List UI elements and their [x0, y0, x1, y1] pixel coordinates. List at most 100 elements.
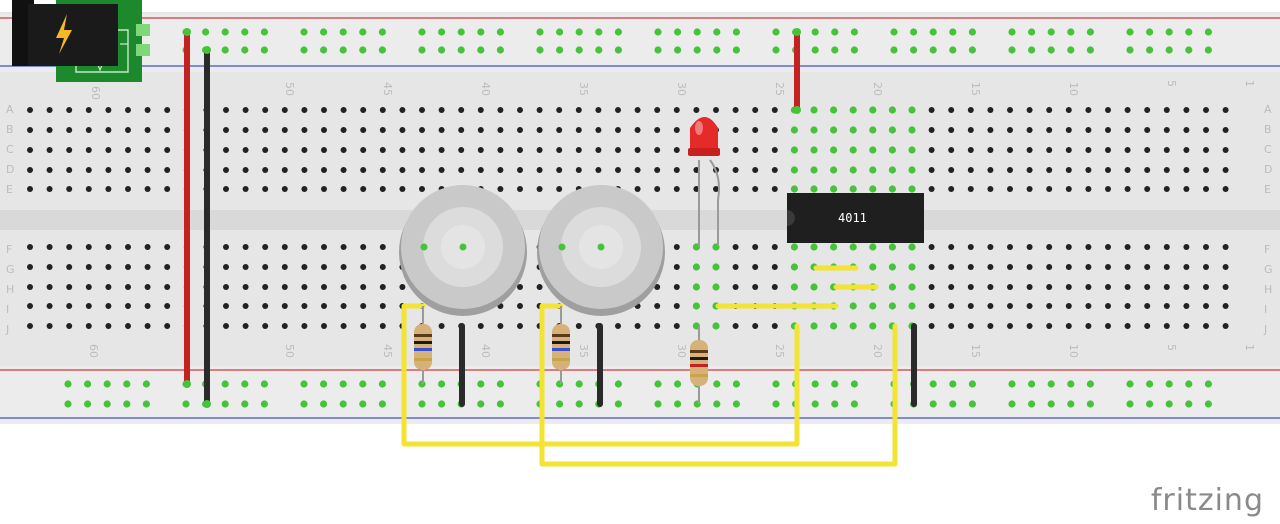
breadboard-hole[interactable] — [144, 303, 151, 309]
rail-hole[interactable] — [1067, 400, 1075, 408]
breadboard-hole[interactable] — [948, 284, 955, 290]
breadboard-hole[interactable] — [1124, 147, 1131, 153]
breadboard-hole[interactable] — [66, 284, 73, 290]
breadboard-hole[interactable] — [321, 323, 327, 329]
breadboard-hole[interactable] — [105, 147, 112, 153]
breadboard-hole[interactable] — [497, 107, 504, 113]
rail-hole[interactable] — [1185, 380, 1193, 388]
rail-hole[interactable] — [732, 28, 741, 36]
breadboard-hole[interactable] — [928, 264, 935, 270]
breadboard-hole[interactable] — [595, 127, 602, 133]
rail-hole[interactable] — [320, 380, 328, 388]
rail-hole[interactable] — [84, 380, 92, 388]
rail-hole[interactable] — [320, 46, 328, 54]
breadboard-hole[interactable] — [242, 147, 249, 153]
breadboard-hole[interactable] — [1183, 186, 1190, 192]
breadboard-hole[interactable] — [458, 107, 465, 113]
breadboard-hole[interactable] — [1085, 167, 1092, 173]
rail-hole[interactable] — [477, 28, 485, 36]
breadboard-hole[interactable] — [262, 147, 269, 153]
breadboard-hole[interactable] — [752, 284, 759, 290]
breadboard-hole[interactable] — [732, 147, 739, 153]
breadboard-hole[interactable] — [164, 107, 171, 113]
breadboard-hole[interactable] — [242, 264, 249, 270]
rail-hole[interactable] — [1047, 46, 1055, 54]
rail-hole[interactable] — [536, 28, 544, 36]
breadboard-hole[interactable] — [281, 167, 288, 173]
breadboard-hole[interactable] — [810, 243, 818, 251]
breadboard-hole[interactable] — [654, 147, 661, 153]
breadboard-hole[interactable] — [1124, 284, 1131, 290]
breadboard-hole[interactable] — [223, 167, 229, 173]
breadboard-hole[interactable] — [869, 166, 877, 174]
breadboard-hole[interactable] — [125, 264, 131, 270]
breadboard-hole[interactable] — [1026, 107, 1033, 113]
breadboard-hole[interactable] — [1065, 264, 1072, 270]
breadboard-hole[interactable] — [654, 186, 661, 192]
breadboard-hole[interactable] — [1124, 127, 1131, 133]
rail-hole[interactable] — [674, 46, 682, 54]
breadboard-hole[interactable] — [849, 322, 857, 330]
breadboard-hole[interactable] — [379, 167, 386, 173]
breadboard-hole[interactable] — [85, 264, 92, 270]
breadboard-hole[interactable] — [360, 167, 367, 173]
breadboard-hole[interactable] — [713, 186, 719, 192]
rail-hole[interactable] — [1204, 28, 1212, 36]
rail-hole[interactable] — [968, 380, 977, 388]
breadboard-hole[interactable] — [125, 127, 131, 133]
rail-hole[interactable] — [949, 380, 957, 388]
breadboard-hole[interactable] — [752, 244, 759, 250]
rail-hole[interactable] — [300, 380, 308, 388]
breadboard-hole[interactable] — [379, 107, 386, 113]
rail-hole[interactable] — [221, 46, 229, 54]
breadboard-hole[interactable] — [810, 283, 818, 291]
breadboard-hole[interactable] — [673, 323, 680, 329]
rail-hole[interactable] — [221, 28, 229, 36]
rail-hole[interactable] — [438, 28, 446, 36]
breadboard-hole[interactable] — [869, 302, 877, 310]
breadboard-hole[interactable] — [1222, 127, 1229, 133]
breadboard-hole[interactable] — [281, 264, 288, 270]
breadboard-hole[interactable] — [27, 284, 33, 290]
breadboard-hole[interactable] — [1163, 244, 1170, 250]
breadboard-hole[interactable] — [1203, 167, 1209, 173]
breadboard-hole[interactable] — [477, 167, 484, 173]
power-jack-icon[interactable] — [12, 0, 150, 82]
breadboard-hole[interactable] — [908, 243, 916, 251]
breadboard-hole[interactable] — [771, 167, 778, 173]
breadboard-hole[interactable] — [830, 243, 838, 251]
rail-hole[interactable] — [1126, 46, 1134, 54]
rail-hole[interactable] — [693, 46, 701, 54]
rail-hole[interactable] — [378, 46, 386, 54]
rail-hole[interactable] — [359, 380, 367, 388]
breadboard-hole[interactable] — [46, 127, 53, 133]
breadboard-hole[interactable] — [242, 127, 249, 133]
rail-hole[interactable] — [359, 28, 367, 36]
breadboard-hole[interactable] — [1144, 147, 1151, 153]
breadboard-hole[interactable] — [1183, 244, 1190, 250]
rail-hole[interactable] — [64, 380, 72, 388]
breadboard-hole[interactable] — [66, 107, 73, 113]
breadboard-hole[interactable] — [301, 303, 308, 309]
breadboard-hole[interactable] — [1085, 284, 1092, 290]
rail-hole[interactable] — [359, 400, 367, 408]
rail-hole[interactable] — [890, 28, 898, 36]
rail-hole[interactable] — [850, 400, 859, 408]
breadboard-hole[interactable] — [615, 323, 621, 329]
rail-hole[interactable] — [339, 46, 347, 54]
breadboard-hole[interactable] — [144, 244, 151, 250]
breadboard-hole[interactable] — [360, 107, 367, 113]
breadboard-hole[interactable] — [908, 106, 916, 114]
breadboard-hole[interactable] — [849, 243, 857, 251]
breadboard-hole[interactable] — [908, 263, 916, 271]
rail-hole[interactable] — [929, 400, 937, 408]
breadboard-hole[interactable] — [262, 167, 269, 173]
rail-hole[interactable] — [221, 380, 229, 388]
breadboard-hole[interactable] — [654, 303, 661, 309]
breadboard-hole[interactable] — [1105, 167, 1111, 173]
breadboard-hole[interactable] — [1046, 127, 1053, 133]
breadboard-hole[interactable] — [477, 147, 484, 153]
breadboard-hole[interactable] — [262, 244, 269, 250]
rail-hole[interactable] — [300, 46, 308, 54]
breadboard-hole[interactable] — [477, 323, 484, 329]
